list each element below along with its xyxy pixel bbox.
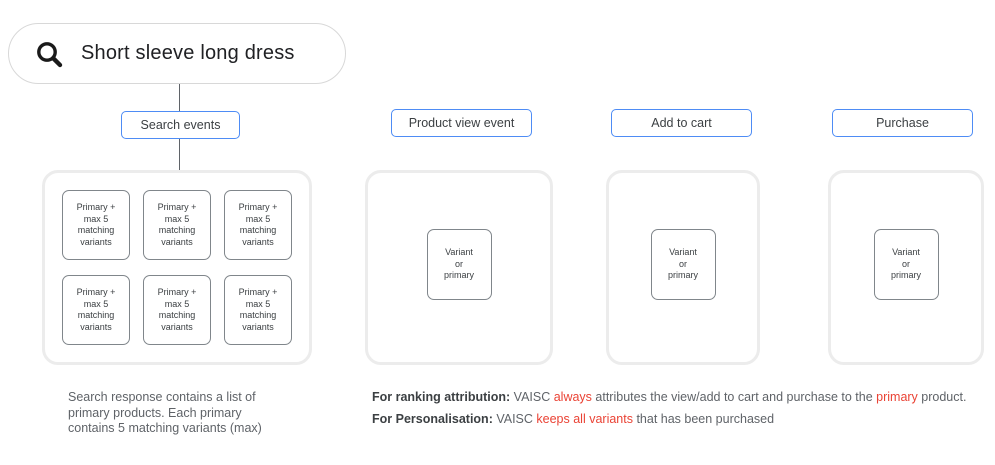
search-query: Short sleeve long dress xyxy=(81,42,295,64)
event-label-purchase: Purchase xyxy=(832,109,973,137)
primary-variants-card: Primary + max 5 matching variants xyxy=(224,275,292,345)
event-label-search-events: Search events xyxy=(121,111,240,139)
note-segment: VAISC xyxy=(492,412,537,426)
ranking-attribution-note: For ranking attribution: VAISC always at… xyxy=(372,390,966,405)
search-icon xyxy=(34,39,64,69)
primary-variants-card: Primary + max 5 matching variants xyxy=(62,190,130,260)
event-label-text: Purchase xyxy=(876,116,929,130)
primary-variants-card: Primary + max 5 matching variants xyxy=(224,190,292,260)
event-label-add-to-cart: Add to cart xyxy=(611,109,752,137)
note-segment: For ranking attribution: xyxy=(372,390,511,404)
event-label-text: Add to cart xyxy=(651,116,712,130)
personalisation-note: For Personalisation: VAISC keeps all var… xyxy=(372,412,966,427)
note-segment: that has been purchased xyxy=(632,412,775,426)
product-view-group: Variant or primary xyxy=(365,170,553,365)
search-response-caption: Search response contains a list of prima… xyxy=(68,390,262,435)
note-segment: keeps all variants xyxy=(536,412,633,426)
search-bar[interactable]: Short sleeve long dress xyxy=(8,23,346,84)
primary-variants-card: Primary + max 5 matching variants xyxy=(143,275,211,345)
primary-variants-card: Primary + max 5 matching variants xyxy=(143,190,211,260)
event-label-product-view: Product view event xyxy=(391,109,532,137)
note-segment: attributes the view/add to cart and purc… xyxy=(591,390,877,404)
variant-or-primary-card: Variant or primary xyxy=(426,229,492,300)
variant-or-primary-card: Variant or primary xyxy=(873,229,939,300)
attribution-notes: For ranking attribution: VAISC always at… xyxy=(372,390,966,434)
purchase-group: Variant or primary xyxy=(828,170,984,365)
note-segment: product. xyxy=(917,390,967,404)
note-segment: VAISC xyxy=(510,390,554,404)
variant-or-primary-card: Variant or primary xyxy=(650,229,716,300)
primary-variants-card: Primary + max 5 matching variants xyxy=(62,275,130,345)
event-label-text: Search events xyxy=(140,118,221,132)
event-label-text: Product view event xyxy=(408,116,515,130)
note-segment: For Personalisation: xyxy=(372,412,493,426)
note-segment: primary xyxy=(876,390,918,404)
note-segment: always xyxy=(553,390,592,404)
add-to-cart-group: Variant or primary xyxy=(606,170,760,365)
search-events-group: Primary + max 5 matching variants Primar… xyxy=(42,170,312,365)
